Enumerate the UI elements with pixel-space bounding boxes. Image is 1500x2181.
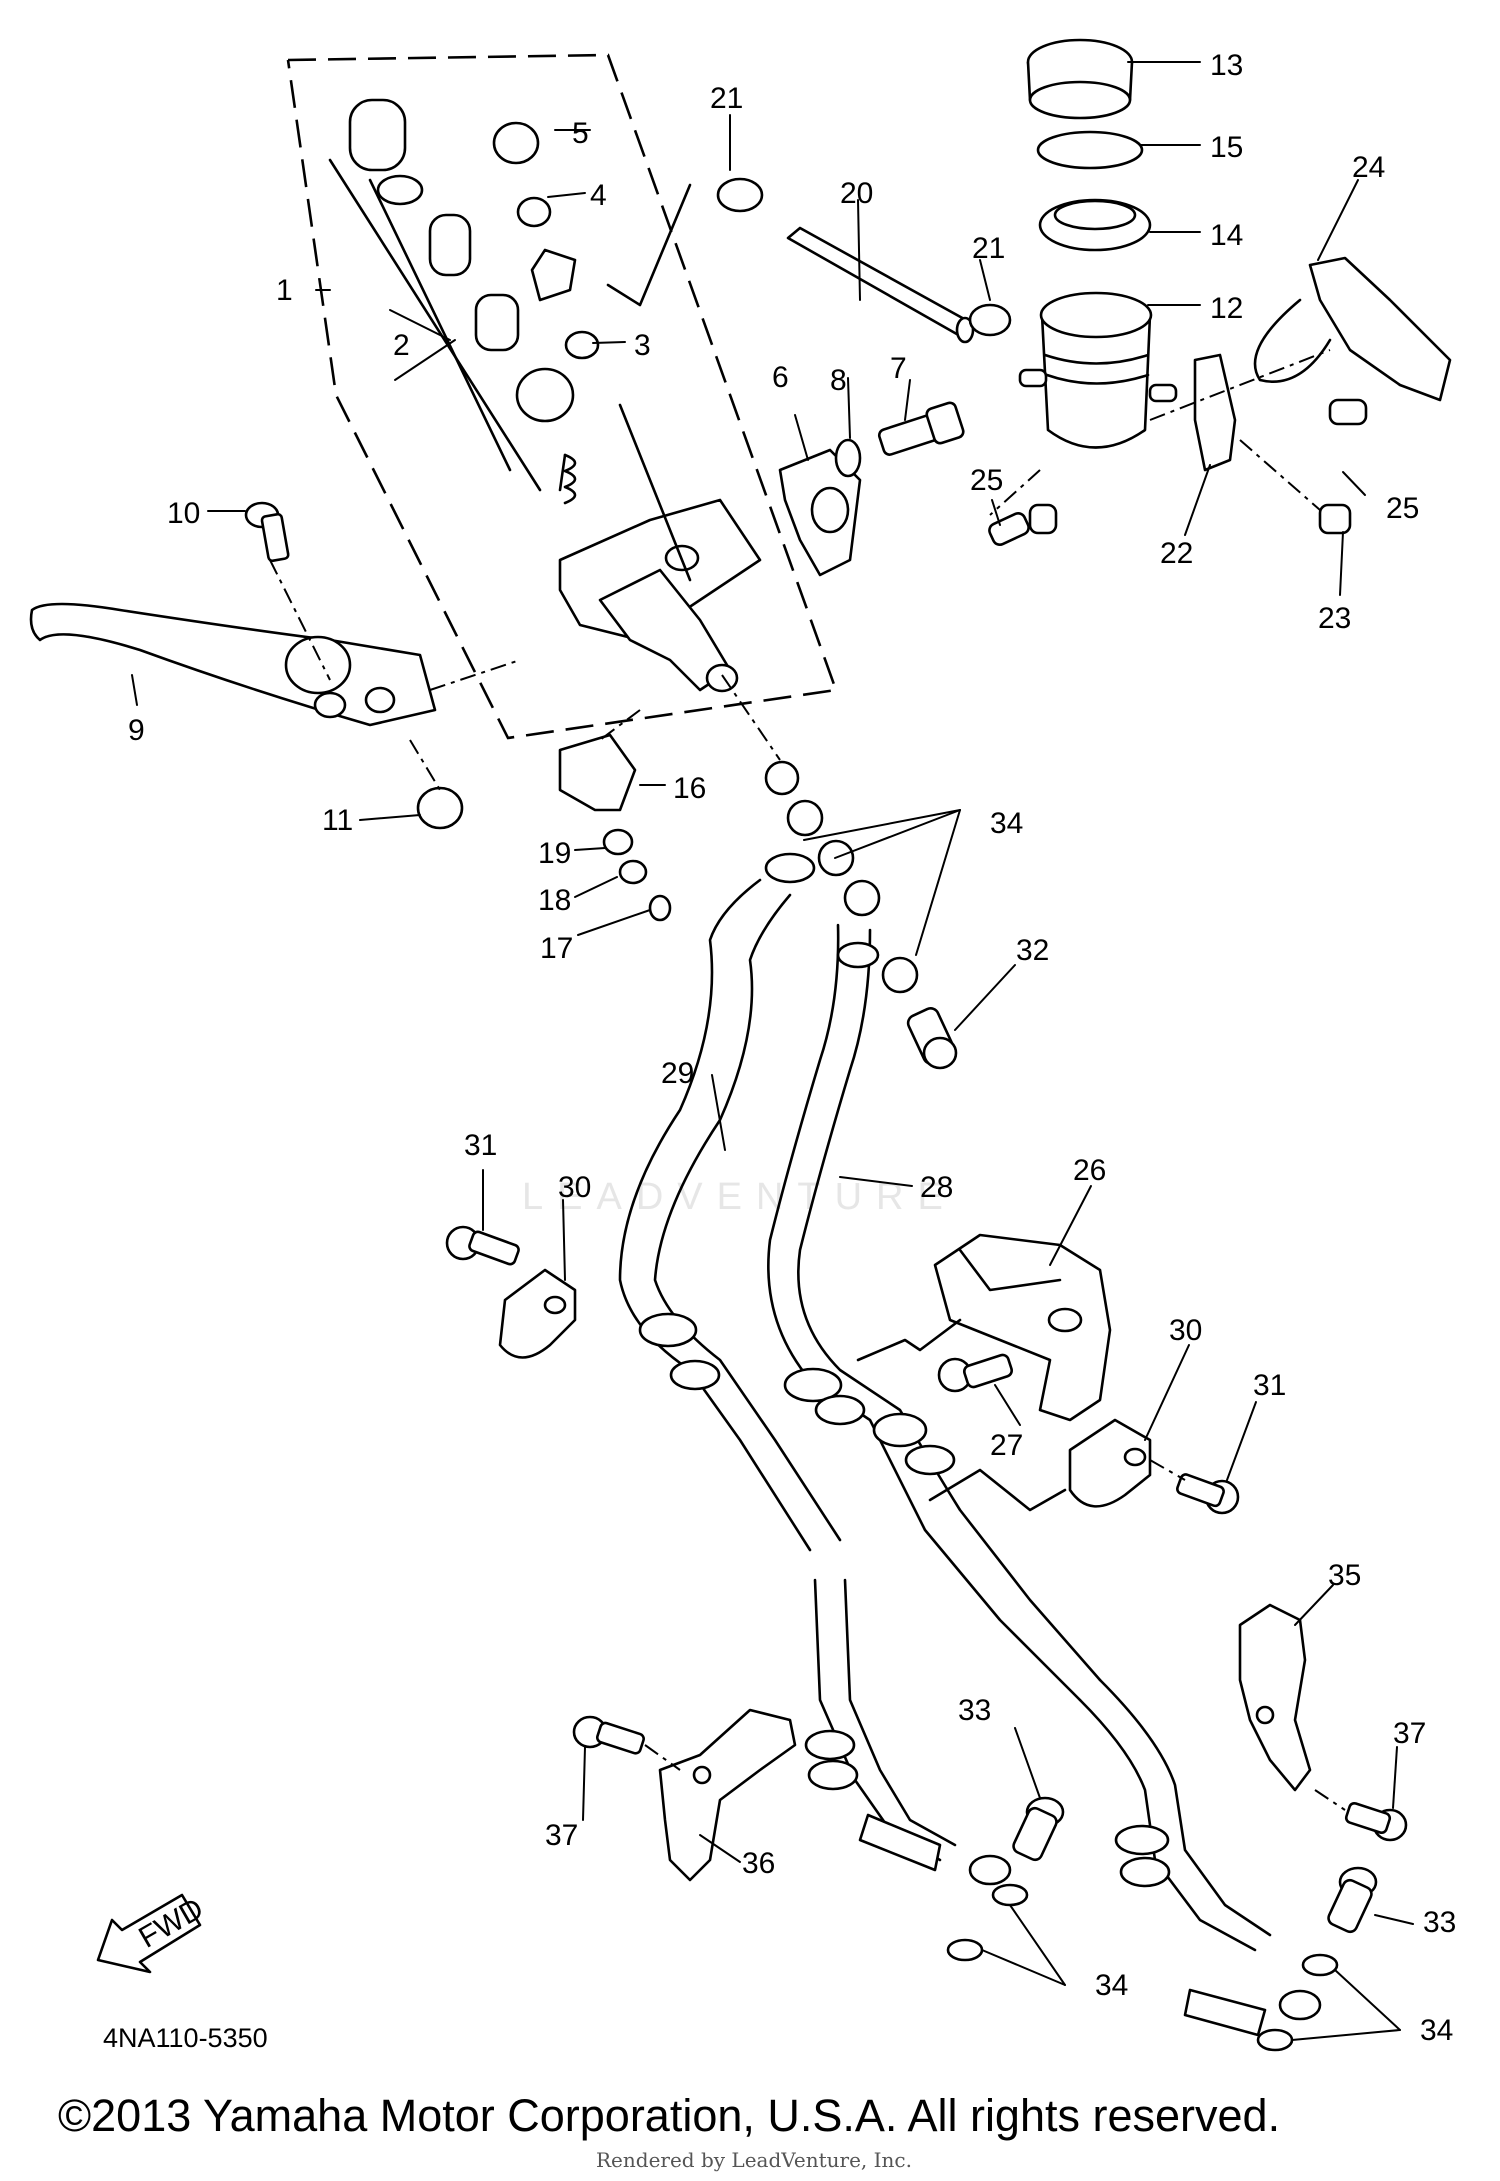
hose-20 <box>786 226 977 344</box>
diagram-code: 4NA110-5350 <box>103 2023 268 2053</box>
callout-14: 14 <box>1210 219 1243 252</box>
callout-25a: 25 <box>970 464 1003 497</box>
bracket-35 <box>1238 1603 1312 1792</box>
callout-6: 6 <box>772 361 789 394</box>
callout-23: 23 <box>1318 602 1351 635</box>
union-bolt-32 <box>906 1007 958 1070</box>
callout-24: 24 <box>1352 151 1385 184</box>
callout-31a: 31 <box>464 1129 497 1162</box>
reservoir-tank <box>1018 291 1178 449</box>
callout-2: 2 <box>393 329 410 362</box>
callout-37b: 37 <box>1393 1717 1426 1750</box>
washer-8 <box>834 438 862 478</box>
nut-11 <box>416 786 464 830</box>
callout-26: 26 <box>1073 1154 1106 1187</box>
pivot-bolt-10 <box>244 501 290 563</box>
callout-34c: 34 <box>1420 2014 1453 2047</box>
callout-30a: 30 <box>558 1171 591 1204</box>
callout-13: 13 <box>1210 49 1243 82</box>
hose-fittings <box>638 852 1322 2037</box>
bolt-31-right <box>1176 1473 1240 1515</box>
bracket-36 <box>658 1708 797 1882</box>
callout-34a: 34 <box>990 807 1023 840</box>
diaphragm-plate <box>1036 130 1144 170</box>
watermark: LEADVENTURE <box>522 1176 957 1218</box>
hose-clamp-30-left <box>498 1268 577 1359</box>
callout-19: 19 <box>538 837 571 870</box>
clip-21 <box>716 177 1012 337</box>
callout-21b: 21 <box>972 232 1005 265</box>
callout-8: 8 <box>830 364 847 397</box>
callout-25b: 25 <box>1386 492 1419 525</box>
callout-28: 28 <box>920 1171 953 1204</box>
piston-kit <box>328 98 577 505</box>
reservoir-cap <box>1026 38 1134 120</box>
callout-9: 9 <box>128 714 145 747</box>
callout-1: 1 <box>276 274 293 307</box>
bolt-31-left <box>445 1225 520 1266</box>
rendered-by-note: Rendered by LeadVenture, Inc. <box>596 2148 912 2172</box>
diaphragm <box>1038 198 1152 252</box>
brake-lever <box>29 602 437 727</box>
washers-34-upper <box>764 760 919 994</box>
leader-lines <box>131 61 1414 2041</box>
union-bolt-33-left <box>1012 1796 1065 1862</box>
callout-12: 12 <box>1210 292 1243 325</box>
callout-20: 20 <box>840 177 873 210</box>
callout-10: 10 <box>167 497 200 530</box>
callout-labels: 1 2 3 4 5 6 7 8 9 10 11 12 13 14 15 16 1… <box>128 49 1456 2047</box>
brake-hose-29 <box>618 878 957 1862</box>
bolts-23-25 <box>988 398 1368 546</box>
callout-17: 17 <box>540 932 573 965</box>
callout-31b: 31 <box>1253 1369 1286 1402</box>
bolts-37 <box>572 1715 1408 1842</box>
fwd-arrow: FWD <box>96 1892 209 1974</box>
callout-29: 29 <box>661 1057 694 1090</box>
callout-33a: 33 <box>958 1694 991 1727</box>
callout-36: 36 <box>742 1847 775 1880</box>
callout-37a: 37 <box>545 1819 578 1852</box>
master-cylinder-body <box>558 403 862 693</box>
bracket-24 <box>1253 256 1452 402</box>
brake-switch <box>558 733 672 922</box>
callout-16: 16 <box>673 772 706 805</box>
hose-clamp-30-right <box>1068 1418 1152 1508</box>
washers-34-lower <box>946 1883 1339 2052</box>
callout-34b: 34 <box>1095 1969 1128 2002</box>
bracket-22 <box>1193 353 1237 472</box>
callout-7: 7 <box>890 352 907 385</box>
copyright-notice: ©2013 Yamaha Motor Corporation, U.S.A. A… <box>58 2090 1281 2141</box>
callout-15: 15 <box>1210 131 1243 164</box>
callout-5: 5 <box>572 117 589 150</box>
bolt-7 <box>877 401 965 456</box>
callout-22: 22 <box>1160 537 1193 570</box>
callout-3: 3 <box>634 329 651 362</box>
hose-bracket-26 <box>933 1233 1112 1422</box>
callout-33b: 33 <box>1423 1906 1456 1939</box>
callout-35: 35 <box>1328 1559 1361 1592</box>
callout-30b: 30 <box>1169 1314 1202 1347</box>
callout-27: 27 <box>990 1429 1023 1462</box>
callout-32: 32 <box>1016 934 1049 967</box>
callout-11: 11 <box>322 804 353 837</box>
seal-parts-3-4-5 <box>492 121 692 360</box>
union-bolt-33-right <box>1327 1866 1378 1934</box>
callout-4: 4 <box>590 179 607 212</box>
bolt-27 <box>937 1353 1014 1393</box>
callout-18: 18 <box>538 884 571 917</box>
callout-21a: 21 <box>710 82 743 115</box>
